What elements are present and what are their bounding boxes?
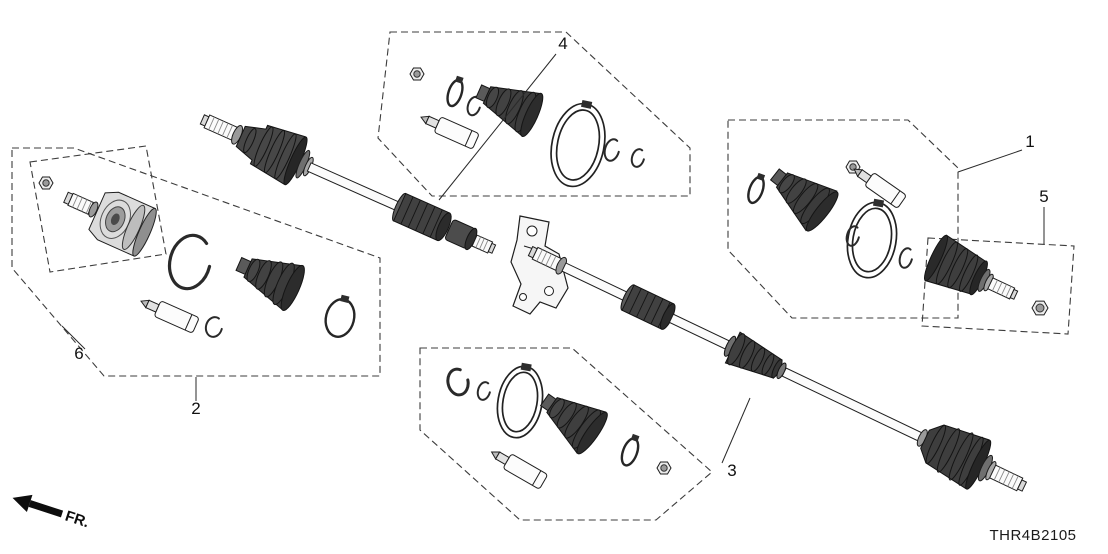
spindle-nut	[409, 67, 425, 81]
set-ring	[167, 233, 213, 291]
boot-clamp	[324, 294, 356, 338]
callout-leader-3	[721, 397, 751, 464]
boot-band-large	[846, 198, 898, 279]
fr-direction-arrow: FR.	[12, 494, 91, 532]
cv-boot	[769, 168, 839, 232]
callout-6[interactable]: 6	[74, 344, 83, 363]
right-driveshaft-assembly	[527, 245, 1028, 492]
callout-leader-6	[61, 325, 86, 350]
inner-joint-box	[29, 145, 167, 273]
boot-kit-box-1	[727, 119, 959, 319]
fr-label: FR.	[63, 508, 91, 532]
callout-leader-1	[957, 149, 1023, 173]
top-boot-kit	[409, 67, 646, 188]
snap-ring	[898, 247, 914, 269]
cv-boot	[235, 256, 305, 311]
axle-shaft	[306, 162, 403, 212]
snap-ring	[204, 316, 224, 338]
spindle-nut	[656, 461, 672, 475]
cv-boot	[475, 84, 544, 138]
callout-4[interactable]: 4	[558, 34, 567, 53]
outer-joint-box-5	[921, 237, 1075, 335]
bracket-bolt-hole	[544, 286, 554, 296]
snap-ring	[476, 381, 492, 401]
callout-3[interactable]: 3	[727, 461, 736, 480]
boot-clamp	[620, 433, 640, 467]
left-boot-kit	[38, 176, 356, 338]
axle-shaft	[561, 262, 631, 303]
bracket-bolt-hole	[519, 293, 527, 301]
spindle-nut	[1031, 300, 1049, 316]
diagram-code: THR4B2105	[989, 527, 1076, 544]
boot-kit-box-2	[11, 147, 381, 377]
boot-band-large	[550, 99, 606, 188]
outboard-joint-set	[924, 234, 1019, 300]
grease-tube	[140, 299, 199, 333]
snap-ring	[845, 225, 861, 247]
callout-leader-4	[438, 53, 557, 201]
spindle-nut	[38, 176, 54, 190]
boot-clamp	[446, 75, 464, 108]
bottom-boot-kit	[446, 362, 672, 489]
bracket-bolt-hole	[526, 225, 538, 237]
fr-arrow-shaft	[28, 500, 64, 518]
snap-ring	[630, 148, 646, 168]
boot-band-large	[496, 362, 544, 439]
fr-arrow-head	[12, 494, 33, 513]
grease-tube	[853, 168, 906, 208]
grease-tube	[420, 115, 479, 149]
set-ring	[446, 367, 470, 397]
support-bracket	[510, 215, 569, 315]
cv-boot	[539, 393, 608, 455]
callout-5[interactable]: 5	[1039, 187, 1048, 206]
right-boot-kit	[747, 160, 1049, 316]
boot-clamp	[747, 172, 766, 205]
boot-kit-box-3	[419, 347, 713, 521]
callout-2[interactable]: 2	[191, 399, 200, 418]
snap-ring	[603, 138, 621, 162]
grease-tube	[490, 451, 548, 489]
axle-shaft	[781, 367, 923, 442]
inner-joint-assembly	[63, 191, 157, 257]
boot-kit-box-4	[377, 31, 691, 197]
callout-1[interactable]: 1	[1025, 132, 1034, 151]
left-driveshaft-assembly	[199, 114, 497, 254]
